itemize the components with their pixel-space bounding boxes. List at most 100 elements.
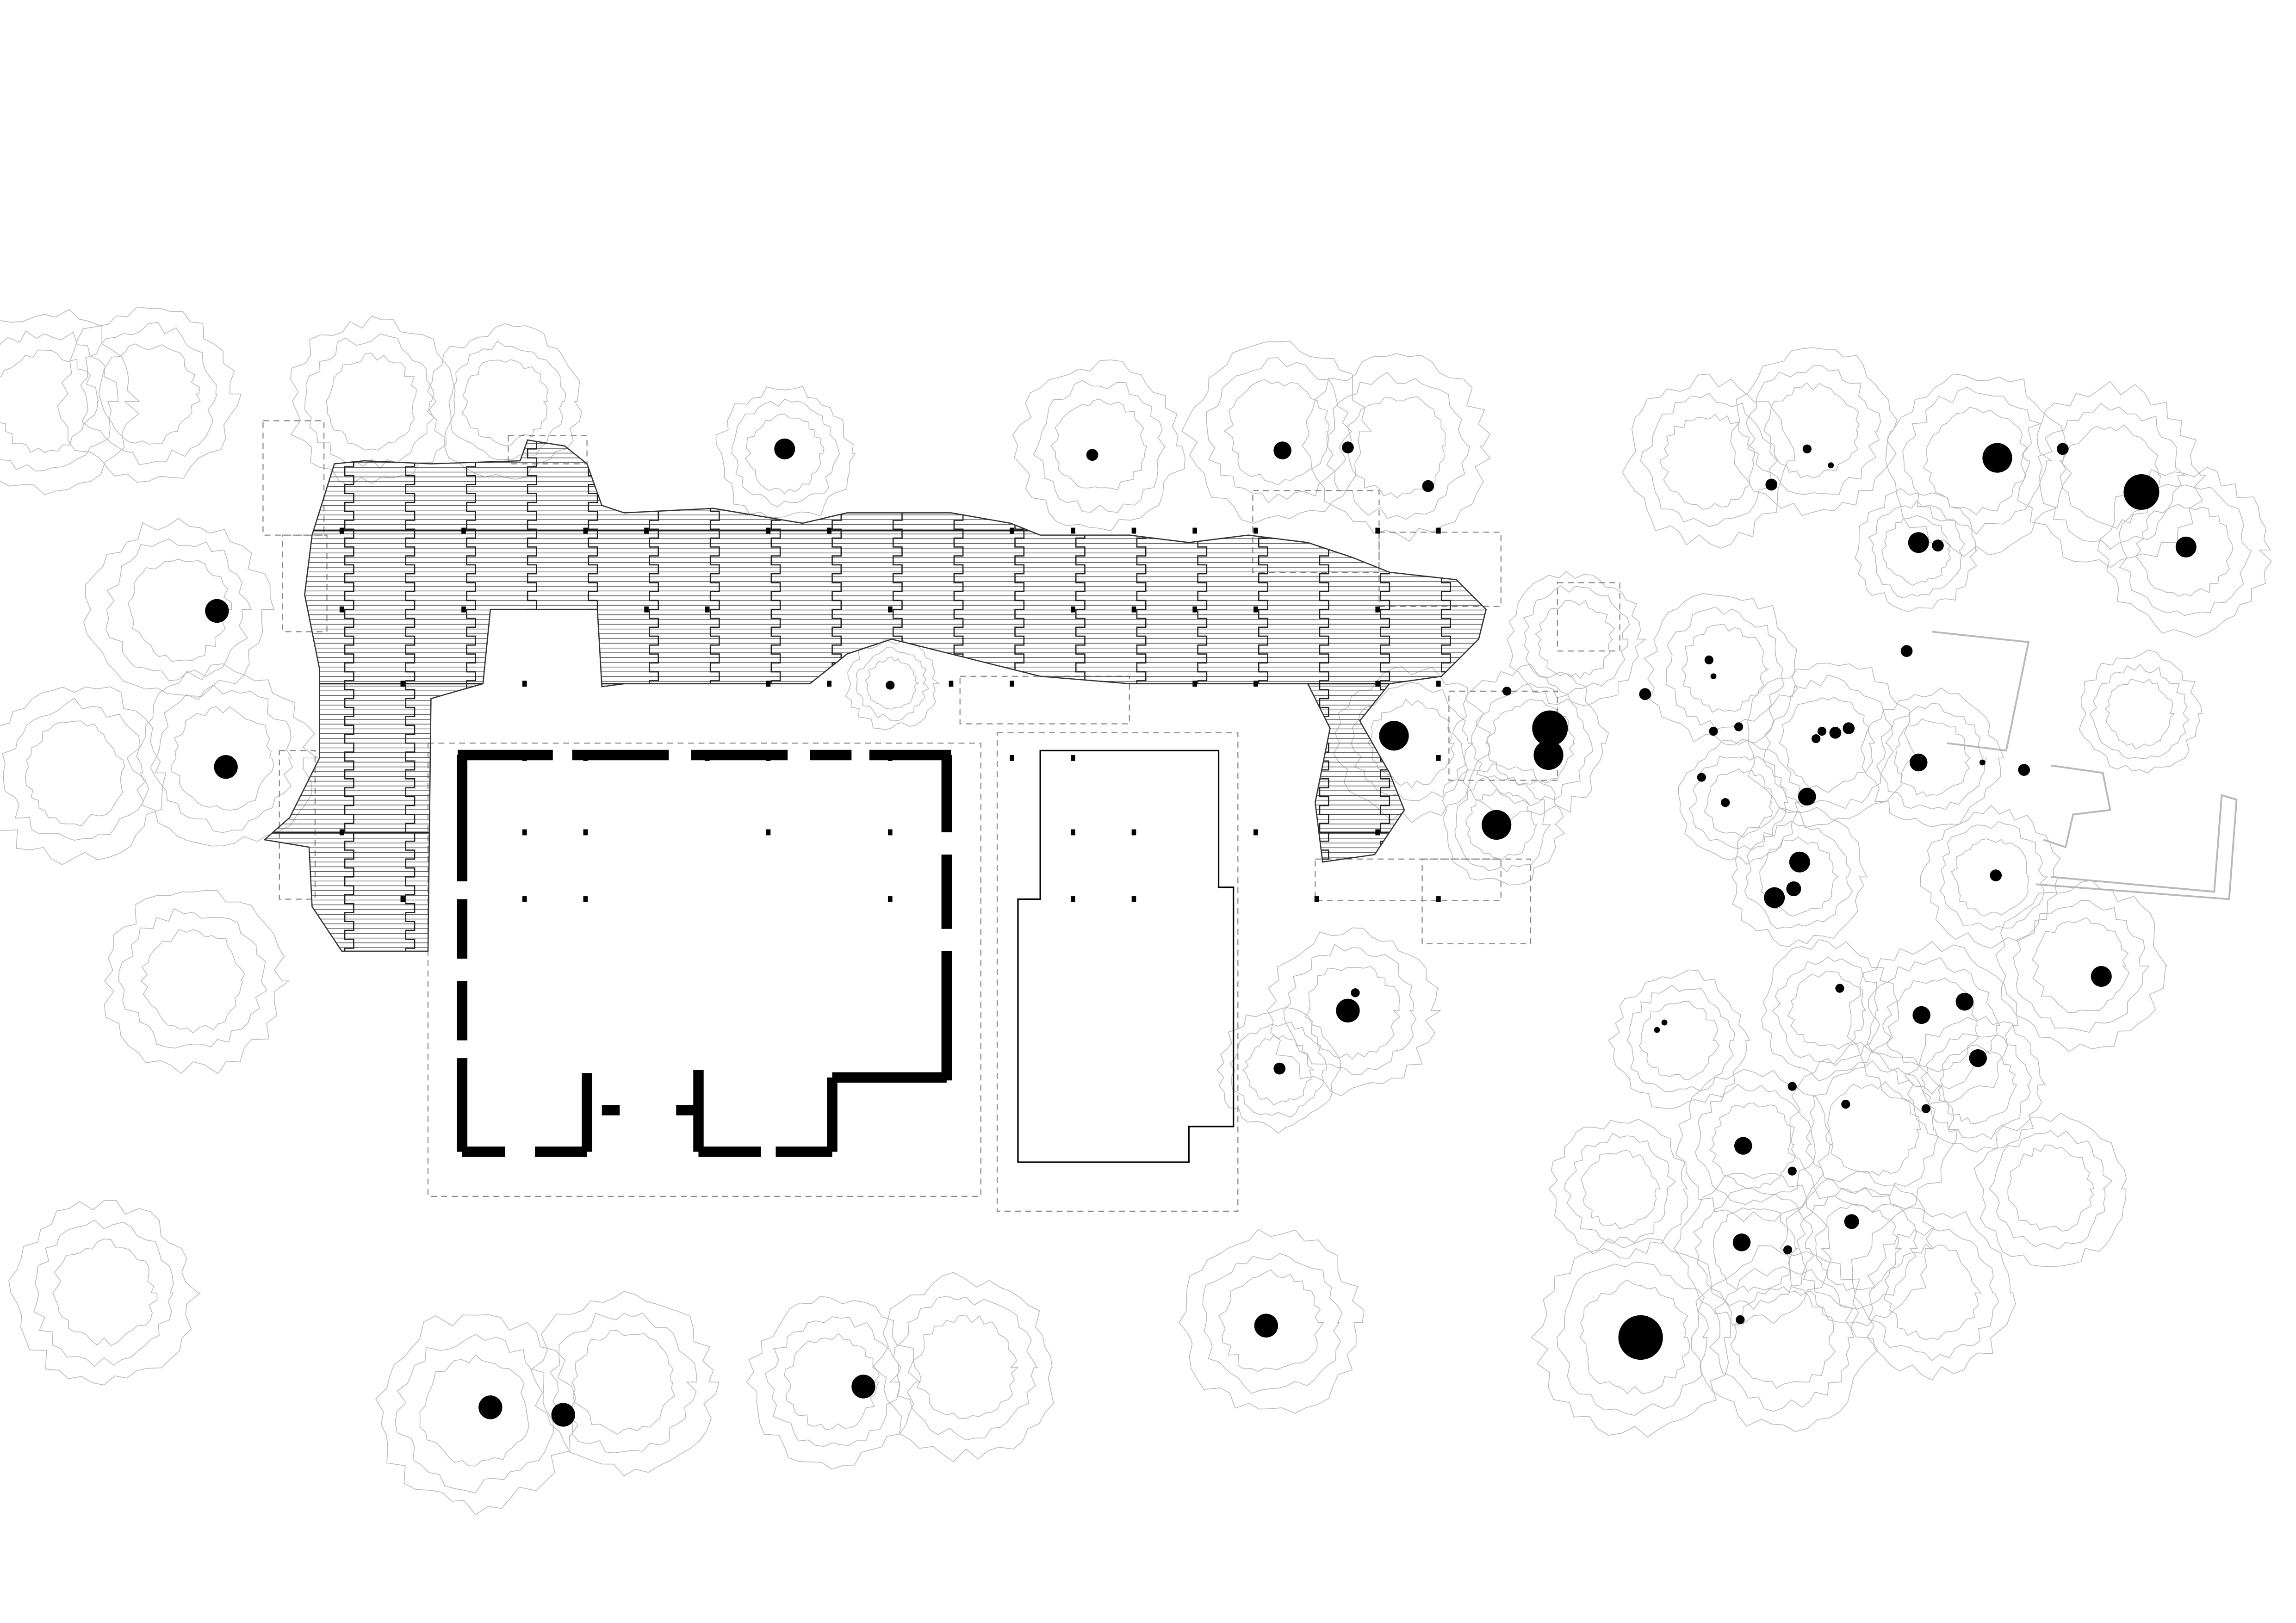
- tree-trunk: [2056, 443, 2069, 455]
- tree-trunk: [1828, 462, 1834, 469]
- tree-canopy-outline: [530, 1291, 720, 1477]
- tree-canopy-outline: [0, 330, 119, 472]
- tree-canopy-outline: [57, 306, 242, 483]
- tree-trunk: [1812, 734, 1821, 743]
- deck-post: [766, 829, 771, 836]
- deck-post: [1253, 829, 1258, 836]
- deck-post: [461, 606, 466, 613]
- tree-canopy-outline: [1471, 683, 1593, 806]
- tree-canopy-outline: [1639, 1001, 1720, 1080]
- tree-trunk: [2018, 764, 2030, 776]
- tree-canopy-outline: [1302, 353, 1491, 542]
- tree-canopy-outline: [746, 1295, 921, 1470]
- tree-canopy-outline: [1665, 606, 1785, 730]
- tree-canopy-outline: [1556, 1261, 1709, 1416]
- tree-trunk: [774, 438, 795, 459]
- tree-canopy-outline: [1216, 1007, 1341, 1134]
- tree-trunk: [1802, 444, 1812, 453]
- deck-post: [1070, 829, 1075, 836]
- tree-trunk: [1086, 449, 1098, 461]
- deck-post: [766, 527, 771, 534]
- tree-canopy-outline: [1787, 970, 1866, 1050]
- tree-canopy-outline: [461, 359, 549, 446]
- deck-post: [827, 527, 832, 534]
- tree-trunk: [1654, 1027, 1660, 1033]
- deck-post: [339, 527, 344, 534]
- dashed-boundary: [996, 732, 1239, 1212]
- deck-post: [1070, 606, 1075, 613]
- tree-canopy-outline: [784, 1332, 880, 1431]
- tree-canopy-outline: [2037, 403, 2186, 550]
- deck-post: [766, 681, 771, 687]
- tree-canopy-outline: [1860, 687, 2004, 828]
- tree-canopy-outline: [1206, 357, 1353, 504]
- deck-joint-line: [953, 440, 964, 951]
- tree-trunk: [1829, 726, 1842, 739]
- tree-canopy-outline: [2013, 900, 2150, 1033]
- tree-trunk: [214, 755, 238, 779]
- tree-trunk: [1336, 998, 1360, 1023]
- dashed-boundary: [1557, 582, 1620, 652]
- tree-canopy-outline: [845, 638, 940, 731]
- deck-post: [1375, 606, 1380, 613]
- tree-canopy-outline: [1920, 1033, 2032, 1140]
- tree-canopy-outline: [1229, 1021, 1327, 1118]
- tree-trunk: [1909, 753, 1928, 772]
- tree-canopy-outline: [1673, 1172, 1832, 1326]
- tree-canopy-outline: [1709, 1266, 1854, 1412]
- tree-canopy-outline: [1759, 836, 1840, 917]
- deck-post: [1436, 681, 1441, 687]
- deck-joint-line: [1258, 440, 1268, 951]
- tree-canopy-outline: [1012, 359, 1185, 532]
- tree-canopy-outline: [872, 1272, 1054, 1462]
- tree-canopy-outline: [52, 1239, 158, 1346]
- deck-joint-line: [1197, 440, 1208, 951]
- deck-post: [1192, 527, 1197, 534]
- dashed-boundary: [508, 435, 588, 465]
- deck-post: [522, 681, 527, 687]
- deck-joint-line: [466, 440, 477, 951]
- tree-trunk: [1798, 787, 1816, 806]
- tree-canopy-outline: [1033, 380, 1167, 513]
- tree-canopy-outline: [427, 323, 582, 480]
- deck-post: [887, 896, 893, 902]
- deck-joint-line: [892, 440, 903, 951]
- tree-canopy-outline: [1854, 488, 1979, 613]
- tree-canopy-outline: [745, 413, 825, 494]
- tree-trunk: [1697, 773, 1706, 782]
- deck-post: [1131, 896, 1136, 902]
- tree-canopy-outline: [1923, 407, 2030, 515]
- deck-post: [1375, 829, 1380, 836]
- tree-canopy-outline: [1787, 1042, 1958, 1213]
- ruin-outlines: [1931, 631, 2238, 900]
- tree-canopy-outline: [1223, 379, 1329, 486]
- tree-canopy-outline: [1531, 1238, 1732, 1438]
- deck-post: [1070, 527, 1075, 534]
- deck-post: [1010, 755, 1014, 761]
- deck-post: [583, 527, 588, 534]
- tree-canopy-outline: [83, 518, 274, 697]
- tree-trunk: [551, 1403, 575, 1427]
- deck-joint-line: [709, 440, 720, 951]
- tree-canopy-outline: [1825, 1081, 1921, 1176]
- dashed-boundary: [262, 420, 325, 536]
- tree-canopy-outline: [104, 890, 290, 1074]
- tree-canopy-outline: [1454, 775, 1551, 873]
- deck-joint-line: [527, 440, 537, 951]
- tree-trunk: [851, 1375, 875, 1399]
- tree-canopy-outline: [1731, 807, 1868, 948]
- tree-canopy-outline: [2119, 483, 2253, 616]
- tree-canopy-outline: [0, 349, 99, 453]
- tree-trunk: [1900, 645, 1913, 657]
- tree-trunk: [1710, 673, 1717, 680]
- tree-trunks: [205, 438, 2197, 1427]
- tree-canopy-outline: [715, 386, 856, 518]
- deck-post: [1192, 606, 1197, 613]
- tree-canopy-outline: [1678, 739, 1801, 865]
- tree-canopy-outline: [0, 686, 167, 865]
- tree-canopy-outline: [1179, 1229, 1365, 1414]
- tree-trunk: [1787, 1082, 1797, 1091]
- tree-canopy-outline: [1644, 593, 1798, 746]
- deck-joint-line: [405, 440, 416, 951]
- tree-canopy-outline: [1904, 1016, 2046, 1153]
